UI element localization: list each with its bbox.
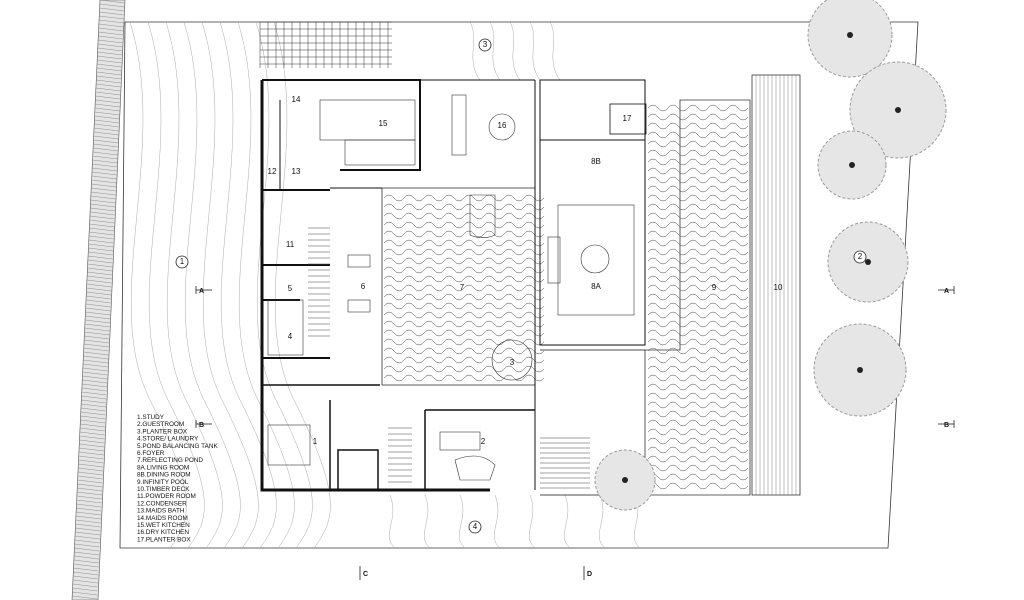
room-labels: 1 2 3 4 5 6 7 8A 8B 9 10 11 12 13 14 15 … [268,95,783,446]
legend-item: 7.REFLECTING POND [137,457,203,464]
pond-waves [383,194,545,382]
tree-icon [807,0,893,78]
room-label-11: 11 [286,240,295,249]
section-d: D [587,571,592,578]
legend-item: 12.CONDENSER [137,500,187,507]
reflecting-pond [381,187,536,386]
elevation-marker-2: 2 [858,252,863,261]
legend-item: 8A.LIVING ROOM [137,464,189,471]
legend-item: 13.MAIDS BATH [137,508,185,515]
legend-item: 10.TIMBER DECK [137,486,190,493]
room-label-5: 5 [288,284,293,293]
room-label-4: 4 [288,332,293,341]
legend-item: 2.GUESTROOM [137,421,184,428]
boundary-hedge [71,0,126,600]
legend-item: 5.POND BALANCING TANK [137,443,218,450]
room-label-8a: 8A [591,282,601,291]
legend-item: 1.STUDY [137,414,165,421]
section-a-right: A [944,288,949,295]
stairs [308,227,590,489]
section-b-left: B [199,422,204,429]
section-a-left: A [199,288,204,295]
legend-item: 3.PLANTER BOX [137,428,188,435]
legend-item: 17.PLANTER BOX [137,536,191,543]
room-label-15: 15 [379,119,388,128]
planter-grid [259,21,392,68]
section-c: C [363,571,368,578]
room-label-17: 17 [623,114,632,123]
room-label-8b: 8B [591,157,601,166]
room-label-12: 12 [268,167,277,176]
pool-waves [647,104,749,490]
room-label-16: 16 [498,121,507,130]
legend-item: 15.WET KITCHEN [137,522,190,529]
room-label-2: 2 [481,437,486,446]
room-label-14: 14 [292,95,301,104]
legend-item: 8B.DINING ROOM [137,472,191,479]
site-boundary [119,21,919,549]
legend-item: 9.INFINITY POOL [137,479,189,486]
furniture [267,94,635,481]
elevation-marker-4: 4 [473,522,478,531]
legend-item: 14.MAIDS ROOM [137,515,188,522]
room-label-1: 1 [313,437,318,446]
section-b-right: B [944,422,949,429]
legend-item: 4.STORE/ LAUNDRY [137,436,199,443]
elevation-markers [175,38,867,534]
room-label-7: 7 [460,283,465,292]
room-label-10: 10 [774,283,783,292]
legend-item: 16.DRY KITCHEN [137,529,189,536]
room-label-3: 3 [510,358,515,367]
legend-item: 6.FOYER [137,450,165,457]
elevation-marker-1: 1 [180,257,185,266]
room-label-9: 9 [712,283,717,292]
room-label-13: 13 [292,167,301,176]
elevation-marker-3: 3 [483,40,488,49]
room-label-6: 6 [361,282,366,291]
building-walls [260,79,647,496]
trees [594,0,947,511]
legend-item: 11.POWDER ROOM [137,493,196,500]
